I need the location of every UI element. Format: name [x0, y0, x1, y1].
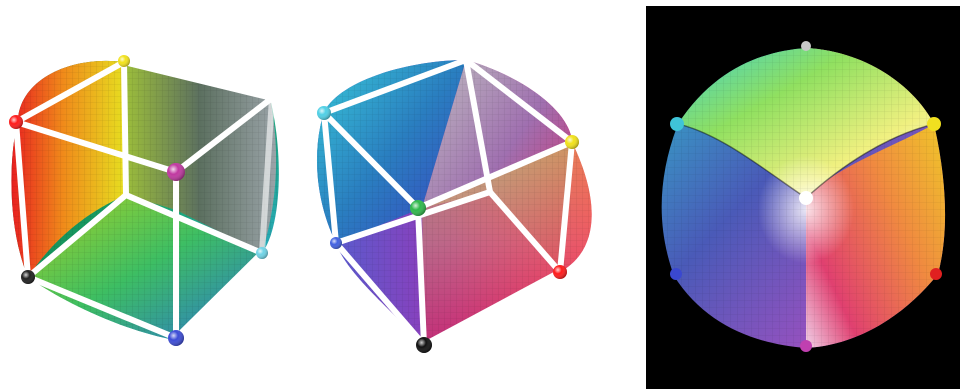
- cube-middle-figure: [300, 0, 630, 389]
- panel-cube-left: [0, 0, 300, 389]
- cube-left-figure: [0, 0, 300, 389]
- cube-right-figure: [646, 6, 960, 389]
- corner-gray: [801, 41, 811, 51]
- corner-yellow: [927, 117, 941, 131]
- corner-red: [930, 268, 942, 280]
- corner-blue: [670, 268, 682, 280]
- corner-white: [799, 191, 813, 205]
- corner-cyan: [670, 117, 684, 131]
- corner-white: [461, 55, 471, 65]
- panel-cube-middle: [300, 0, 630, 389]
- corner-white: [267, 93, 277, 103]
- panel-cube-right: [646, 6, 960, 389]
- corner-magenta: [800, 340, 812, 352]
